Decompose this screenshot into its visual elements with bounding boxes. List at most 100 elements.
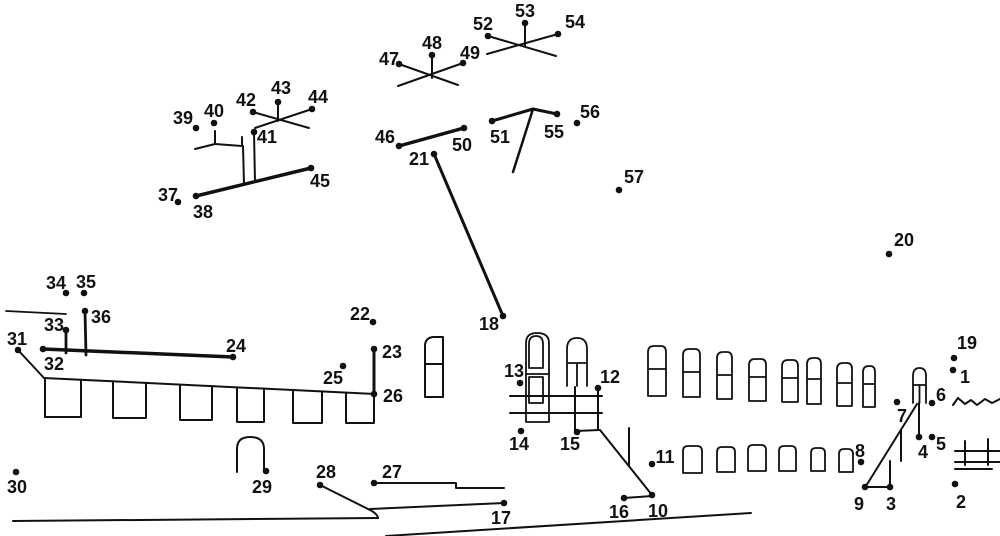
dot-49: [459, 59, 467, 67]
dot-label-54: 54: [565, 12, 585, 32]
dot-label-7: 7: [897, 406, 907, 426]
dot-label-27: 27: [382, 462, 402, 482]
dot-label-33: 33: [44, 315, 64, 335]
dot-label-2: 2: [956, 492, 966, 512]
dot-38: [192, 192, 200, 200]
puzzle-line-segment: [254, 108, 313, 129]
upper-porthole-row: [647, 345, 876, 408]
puzzle-line-segment: [41, 347, 235, 359]
dot-label-14: 14: [509, 434, 529, 454]
dot-53: [521, 19, 529, 27]
dot-label-17: 17: [491, 508, 511, 528]
dot-44: [308, 105, 316, 113]
dot-33: [62, 326, 70, 334]
dot-label-1: 1: [960, 367, 970, 387]
dot-21: [430, 150, 438, 158]
dot-28: [316, 481, 324, 489]
puzzle-line-segment: [599, 429, 653, 496]
dot-17: [500, 499, 508, 507]
dot-label-46: 46: [375, 127, 395, 147]
dot-46: [395, 142, 403, 150]
dot-label-13: 13: [504, 361, 524, 381]
dot-51: [488, 117, 496, 125]
dot-47: [395, 60, 403, 68]
dot-label-28: 28: [316, 462, 336, 482]
dot-32: [39, 345, 47, 353]
dot-label-5: 5: [936, 434, 946, 454]
dot-label-45: 45: [310, 171, 330, 191]
dot-label-3: 3: [886, 494, 896, 514]
dot-label-43: 43: [271, 78, 291, 98]
dot-19: [950, 354, 958, 362]
dot-label-47: 47: [379, 49, 399, 69]
dot-1: [949, 366, 957, 374]
puzzle-line-segment: [242, 145, 245, 185]
puzzle-line-segment: [490, 107, 535, 123]
puzzle-line-segment: [397, 126, 466, 148]
dot-37: [174, 198, 182, 206]
puzzle-line-segment: [487, 35, 557, 57]
dot-label-20: 20: [894, 230, 914, 250]
dot-label-12: 12: [600, 367, 620, 387]
dot-label-39: 39: [173, 108, 193, 128]
dot-label-19: 19: [957, 333, 977, 353]
puzzle-line-segment: [385, 512, 752, 536]
dot-24: [229, 353, 237, 361]
dot-29: [262, 467, 270, 475]
dot-26: [370, 390, 378, 398]
dot-56: [573, 119, 581, 127]
puzzle-line-segment: [253, 132, 256, 183]
dot-label-15: 15: [560, 434, 580, 454]
dot-label-40: 40: [204, 101, 224, 121]
dot-25: [339, 362, 347, 370]
dot-label-41: 41: [257, 127, 277, 147]
dot-label-30: 30: [7, 477, 27, 497]
door-arch: [236, 436, 265, 473]
puzzle-line-segment: [486, 33, 559, 55]
puzzle-line-segment: [865, 403, 918, 487]
dot-label-44: 44: [308, 87, 328, 107]
dot-label-52: 52: [473, 14, 493, 34]
dot-label-25: 25: [323, 368, 343, 388]
dot-label-16: 16: [609, 502, 629, 522]
step-ledge-line: [373, 482, 505, 489]
dot-35: [80, 289, 88, 297]
dot-label-42: 42: [236, 90, 256, 110]
tower-window: [424, 336, 444, 398]
dot-45: [307, 164, 315, 172]
dot-48: [428, 51, 436, 59]
dot-36: [81, 307, 89, 315]
dot-54: [554, 30, 562, 38]
dot-label-26: 26: [383, 386, 403, 406]
wave-squiggle: [952, 397, 1000, 406]
puzzle-line-segment: [214, 143, 243, 147]
dot-31: [14, 346, 22, 354]
dot-label-38: 38: [193, 202, 213, 222]
dot-label-18: 18: [479, 314, 499, 334]
dot-15: [573, 428, 581, 436]
dot-label-32: 32: [44, 354, 64, 374]
dot-12: [594, 384, 602, 392]
lower-porthole-row: [682, 444, 854, 474]
dot-label-6: 6: [936, 385, 946, 405]
dot-27: [370, 479, 378, 487]
dot-label-23: 23: [382, 342, 402, 362]
dot-30: [12, 468, 20, 476]
dot-6: [928, 399, 936, 407]
dot-57: [615, 186, 623, 194]
dot-22: [369, 318, 377, 326]
dot-label-48: 48: [422, 33, 442, 53]
puzzle-line-segment: [369, 502, 505, 510]
puzzle-line-segment: [432, 152, 505, 318]
dot-2: [951, 480, 959, 488]
dot-10: [648, 491, 656, 499]
dot-label-11: 11: [655, 447, 674, 467]
puzzle-line-segment: [531, 107, 559, 116]
dot-label-55: 55: [544, 122, 564, 142]
dot-50: [460, 124, 468, 132]
dot-8: [857, 458, 865, 466]
puzzle-line-segment: [623, 495, 653, 499]
dot-5: [928, 433, 936, 441]
